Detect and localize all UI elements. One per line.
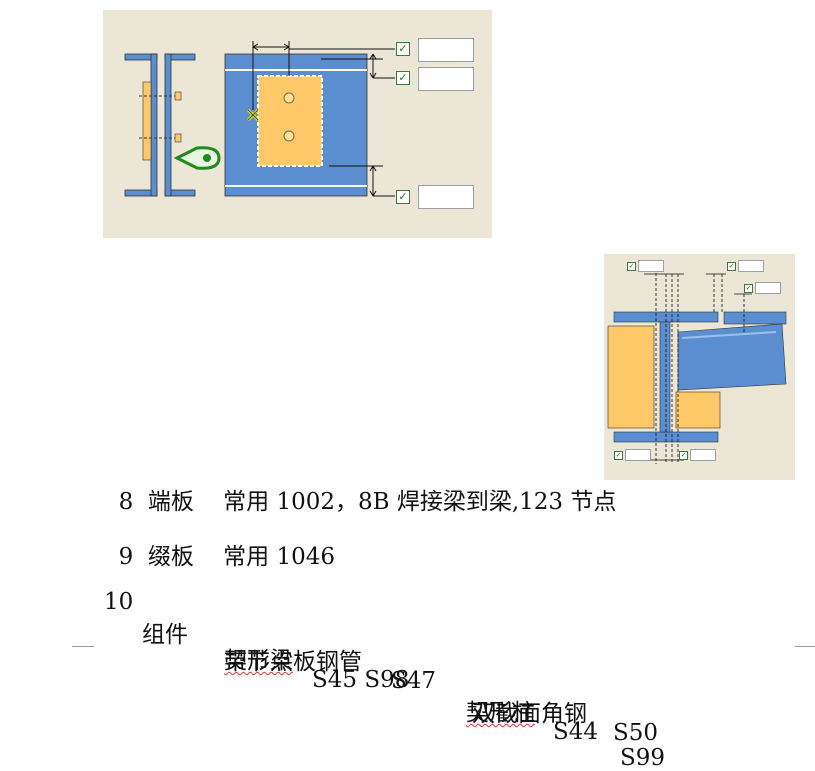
beam-to-beam-figure-panel: ✓ ✓ ✓ ✓ ✓: [604, 254, 795, 480]
item-9-name: 缀板: [147, 544, 194, 570]
dim-2-checkbox[interactable]: ✓: [727, 262, 736, 271]
item-9-text: 常用 1046: [223, 544, 335, 570]
dimension-lines: [655, 268, 745, 464]
dim-bottom-checkbox[interactable]: ✓: [396, 190, 410, 204]
gusset-tube-code: S47: [391, 668, 437, 694]
beam-front-view: [224, 53, 368, 197]
double-angle-code: S50: [613, 720, 659, 746]
double-angle-label: 双截面角钢: [472, 701, 587, 727]
item-8-line: 8 端板 常用 1002，8B 焊接梁到梁,123 节点: [104, 456, 617, 516]
beam-to-beam-diagram: [607, 268, 787, 464]
item-8-number: 8: [118, 489, 134, 515]
item-10-number: 10: [104, 589, 134, 615]
item-8-text: 常用 1002，8B 焊接梁到梁,123 节点: [223, 489, 617, 515]
view-direction-icon: [173, 146, 221, 170]
page-corner-mark-left: [72, 646, 94, 655]
secondary-beam: [677, 311, 787, 391]
tapered-column-code-2: S99: [620, 745, 666, 771]
dim-3-checkbox[interactable]: ✓: [744, 284, 753, 293]
dim-top-checkbox[interactable]: ✓: [396, 42, 410, 56]
dim-4-checkbox[interactable]: ✓: [614, 451, 623, 460]
column-section-icon: [124, 53, 196, 197]
dim-5-field[interactable]: [690, 449, 716, 461]
dim-1-checkbox[interactable]: ✓: [627, 262, 636, 271]
item-10-line-2: 带节点板钢管 S47 双截面角钢 S50: [104, 616, 704, 746]
dim-3-field[interactable]: [755, 282, 781, 294]
page-corner-mark-right: [795, 646, 815, 655]
dim-4-field[interactable]: [625, 449, 651, 461]
dim-upper-checkbox[interactable]: ✓: [396, 71, 410, 85]
dim-2-field[interactable]: [738, 260, 764, 272]
item-9-line: 9 缀板 常用 1046: [104, 511, 335, 571]
end-plate-diagram: [124, 41, 395, 197]
dimension-lines: [252, 41, 395, 197]
dim-5-checkbox[interactable]: ✓: [679, 451, 688, 460]
dim-1-field[interactable]: [638, 260, 664, 272]
item-10-name: 组件: [142, 622, 188, 648]
gusset-tube-label: 带节点板钢管: [224, 649, 362, 675]
dim-upper-field[interactable]: [418, 67, 474, 91]
item-10-line: 10 组件 契形梁 S45 S98 契形柱 S44 S99: [104, 563, 704, 771]
item-8-name: 端板: [147, 489, 194, 515]
dim-bottom-field[interactable]: [418, 185, 474, 209]
end-plate-figure-panel: ✓ ✓ ✓: [103, 10, 492, 238]
item-9-number: 9: [118, 544, 134, 570]
dim-top-field[interactable]: [418, 38, 474, 62]
